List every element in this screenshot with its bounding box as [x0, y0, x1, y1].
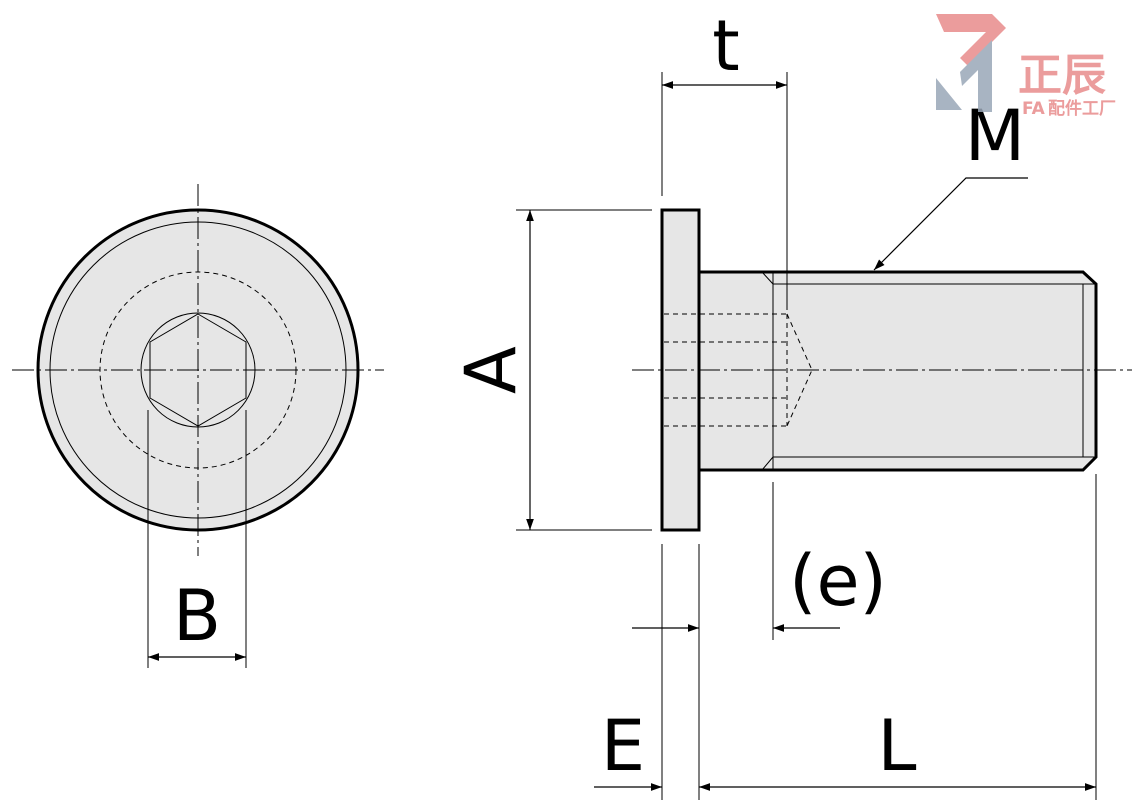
label-m: M — [965, 95, 1025, 177]
label-a: A — [450, 346, 532, 394]
hidden-socket — [664, 313, 813, 427]
logo-name: 正辰 — [1018, 50, 1106, 101]
label-b: B — [173, 575, 221, 657]
side-view: t M A (e) E L — [450, 5, 1132, 800]
logo-subtitle: 配件工厂 — [1048, 98, 1116, 119]
label-big-e: E — [601, 705, 645, 787]
logo-fa: FA — [1022, 99, 1046, 119]
logo: 正辰 FA 配件工厂 — [936, 14, 1116, 119]
label-t: t — [712, 5, 739, 87]
logo-mark-icon — [936, 14, 1006, 66]
leader-m — [873, 177, 1028, 271]
label-l: L — [878, 705, 917, 787]
label-e-small: (e) — [789, 540, 887, 622]
end-view: B — [12, 184, 384, 668]
shank-body — [697, 270, 1098, 472]
